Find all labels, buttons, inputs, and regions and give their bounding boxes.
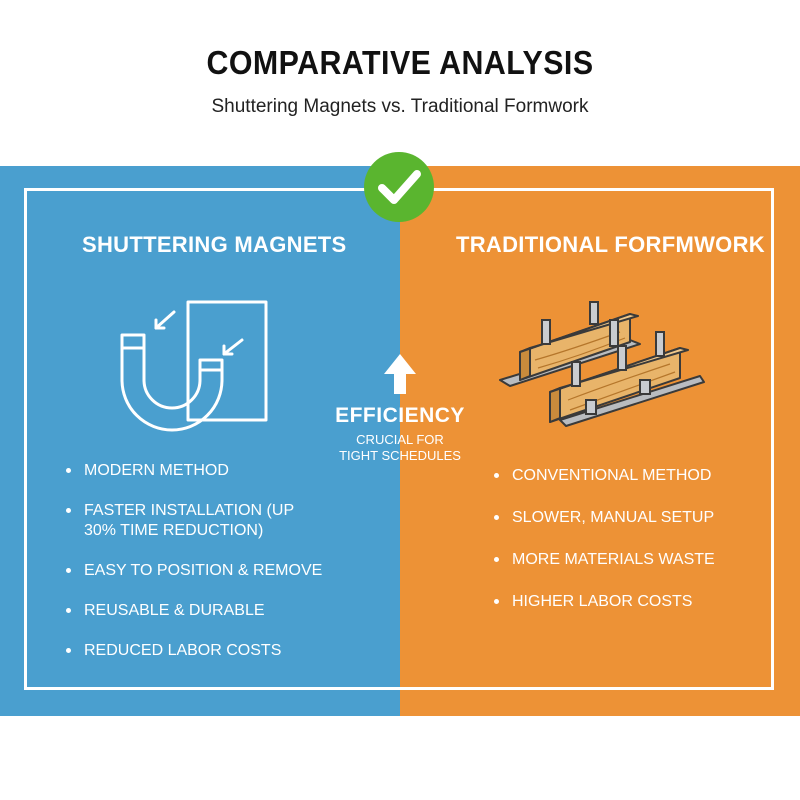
traditional-formwork-panel (400, 166, 800, 716)
shuttering-magnets-heading: SHUTTERING MAGNETS (82, 232, 347, 257)
shuttering-magnets-list: MODERN METHOD FASTER INSTALLATION (UP 30… (66, 461, 366, 681)
efficiency-sub-line1: CRUCIAL FOR (356, 432, 444, 447)
list-item: HIGHER LABOR COSTS (494, 592, 774, 612)
list-item: REDUCED LABOR COSTS (66, 641, 366, 661)
list-item: FASTER INSTALLATION (UP 30% TIME REDUCTI… (66, 501, 366, 541)
list-item: MORE MATERIALS WASTE (494, 550, 774, 570)
list-item: EASY TO POSITION & REMOVE (66, 561, 366, 581)
list-item: REUSABLE & DURABLE (66, 601, 366, 621)
list-item: CONVENTIONAL METHOD (494, 466, 774, 486)
efficiency-label: EFFICIENCY (335, 404, 465, 427)
magnet-icon (120, 300, 268, 432)
list-item: MODERN METHOD (66, 461, 366, 481)
checkmark-icon (364, 152, 434, 222)
traditional-formwork-list: CONVENTIONAL METHOD SLOWER, MANUAL SETUP… (494, 466, 774, 634)
traditional-formwork-heading: TRADITIONAL FORFMWORK (456, 232, 765, 257)
page-subtitle: Shuttering Magnets vs. Traditional Formw… (211, 96, 589, 117)
efficiency-sub-line2: TIGHT SCHEDULES (339, 448, 461, 463)
efficiency-callout: EFFICIENCY CRUCIAL FOR TIGHT SCHEDULES (300, 352, 500, 464)
shuttering-magnets-panel (0, 166, 400, 716)
wooden-formwork-icon (499, 301, 705, 427)
page-title: COMPARATIVE ANALYSIS (206, 44, 594, 81)
up-arrow-icon (384, 354, 416, 394)
list-item: SLOWER, MANUAL SETUP (494, 508, 774, 528)
